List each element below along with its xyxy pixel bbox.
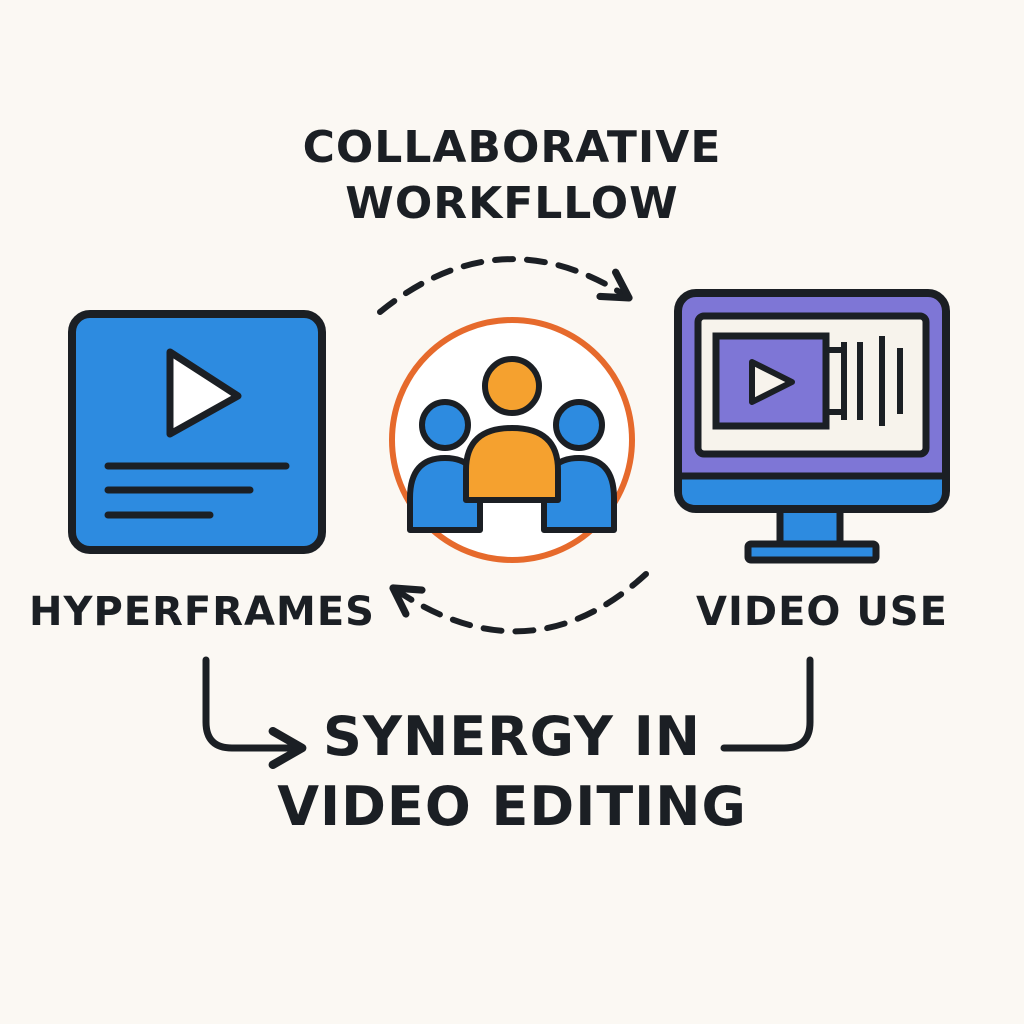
dashed-arrow-top bbox=[377, 256, 633, 315]
monitor-video-editor-icon bbox=[674, 289, 950, 564]
team-people-icon bbox=[389, 317, 635, 563]
dashed-arrow-bottom bbox=[389, 571, 649, 635]
video-use-label: VIDEO USE bbox=[696, 589, 948, 635]
document-play-icon bbox=[68, 310, 326, 554]
bracket-line-right bbox=[720, 656, 814, 752]
synergy-line-2: VIDEO EDITING bbox=[277, 775, 747, 838]
hyperframes-label: HYPERFRAMES bbox=[29, 589, 375, 635]
title-line-1: COLLABORATIVE bbox=[302, 122, 722, 173]
title-line-2: WORKFLLOW bbox=[345, 178, 679, 229]
person-center-icon bbox=[463, 356, 561, 503]
bracket-arrow-left bbox=[202, 656, 307, 769]
synergy-line-1: SYNERGY IN bbox=[323, 705, 701, 768]
